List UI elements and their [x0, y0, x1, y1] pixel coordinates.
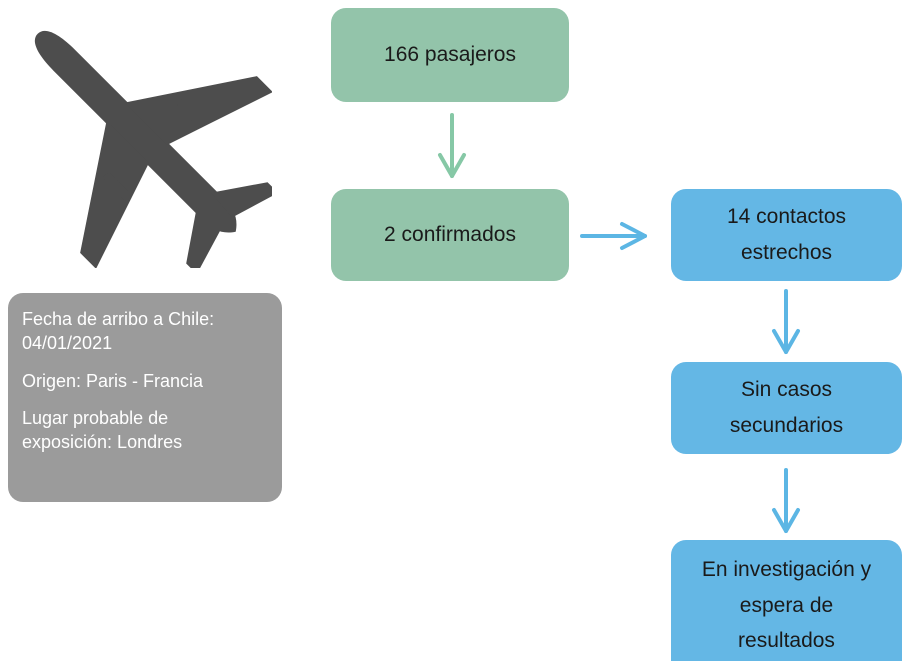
investigation-line-2: espera de — [739, 593, 834, 617]
arrow-contacts-to-secondary — [772, 289, 800, 354]
origin: Origen: Paris - Francia — [22, 370, 204, 391]
flight-info-card: Fecha de arribo a Chile: 04/01/2021 Orig… — [8, 293, 282, 502]
passengers-label: 166 pasajeros — [384, 43, 516, 67]
confirmed-label: 2 confirmados — [384, 223, 516, 247]
confirmed-box: 2 confirmados — [331, 189, 569, 281]
contacts-label: 14 contactos estrechos — [727, 199, 846, 270]
investigation-label: En investigación y espera de resultados — [702, 552, 871, 659]
investigation-line-3: resultados — [738, 629, 835, 653]
contacts-line-1: 14 contactos — [726, 205, 847, 229]
arrow-secondary-to-investigation — [772, 468, 800, 533]
exposure-line-1: Lugar probable de — [22, 407, 169, 428]
exposure-line-2: exposición: Londres — [22, 432, 183, 453]
no-secondary-cases-box: Sin casos secundarios — [671, 362, 902, 454]
exposure-place: Lugar probable de exposición: Londres — [22, 406, 268, 455]
arrival-value: 04/01/2021 — [22, 333, 113, 354]
secondary-label: Sin casos secundarios — [730, 372, 843, 443]
arrival-label: Fecha de arribo a Chile: — [22, 309, 215, 329]
investigation-line-1: En investigación y — [701, 558, 872, 581]
investigation-box: En investigación y espera de resultados — [671, 540, 902, 661]
arrow-confirmed-to-contacts — [580, 222, 647, 250]
contacts-box: 14 contactos estrechos — [671, 189, 902, 281]
secondary-line-1: Sin casos — [740, 378, 833, 402]
passengers-box: 166 pasajeros — [331, 8, 569, 102]
arrival-date: Fecha de arribo a Chile: 04/01/2021 — [22, 307, 268, 356]
contacts-line-2: estrechos — [740, 241, 833, 264]
airplane-icon — [34, 30, 272, 268]
secondary-line-2: secundarios — [729, 414, 844, 437]
arrow-passengers-to-confirmed — [438, 113, 466, 178]
